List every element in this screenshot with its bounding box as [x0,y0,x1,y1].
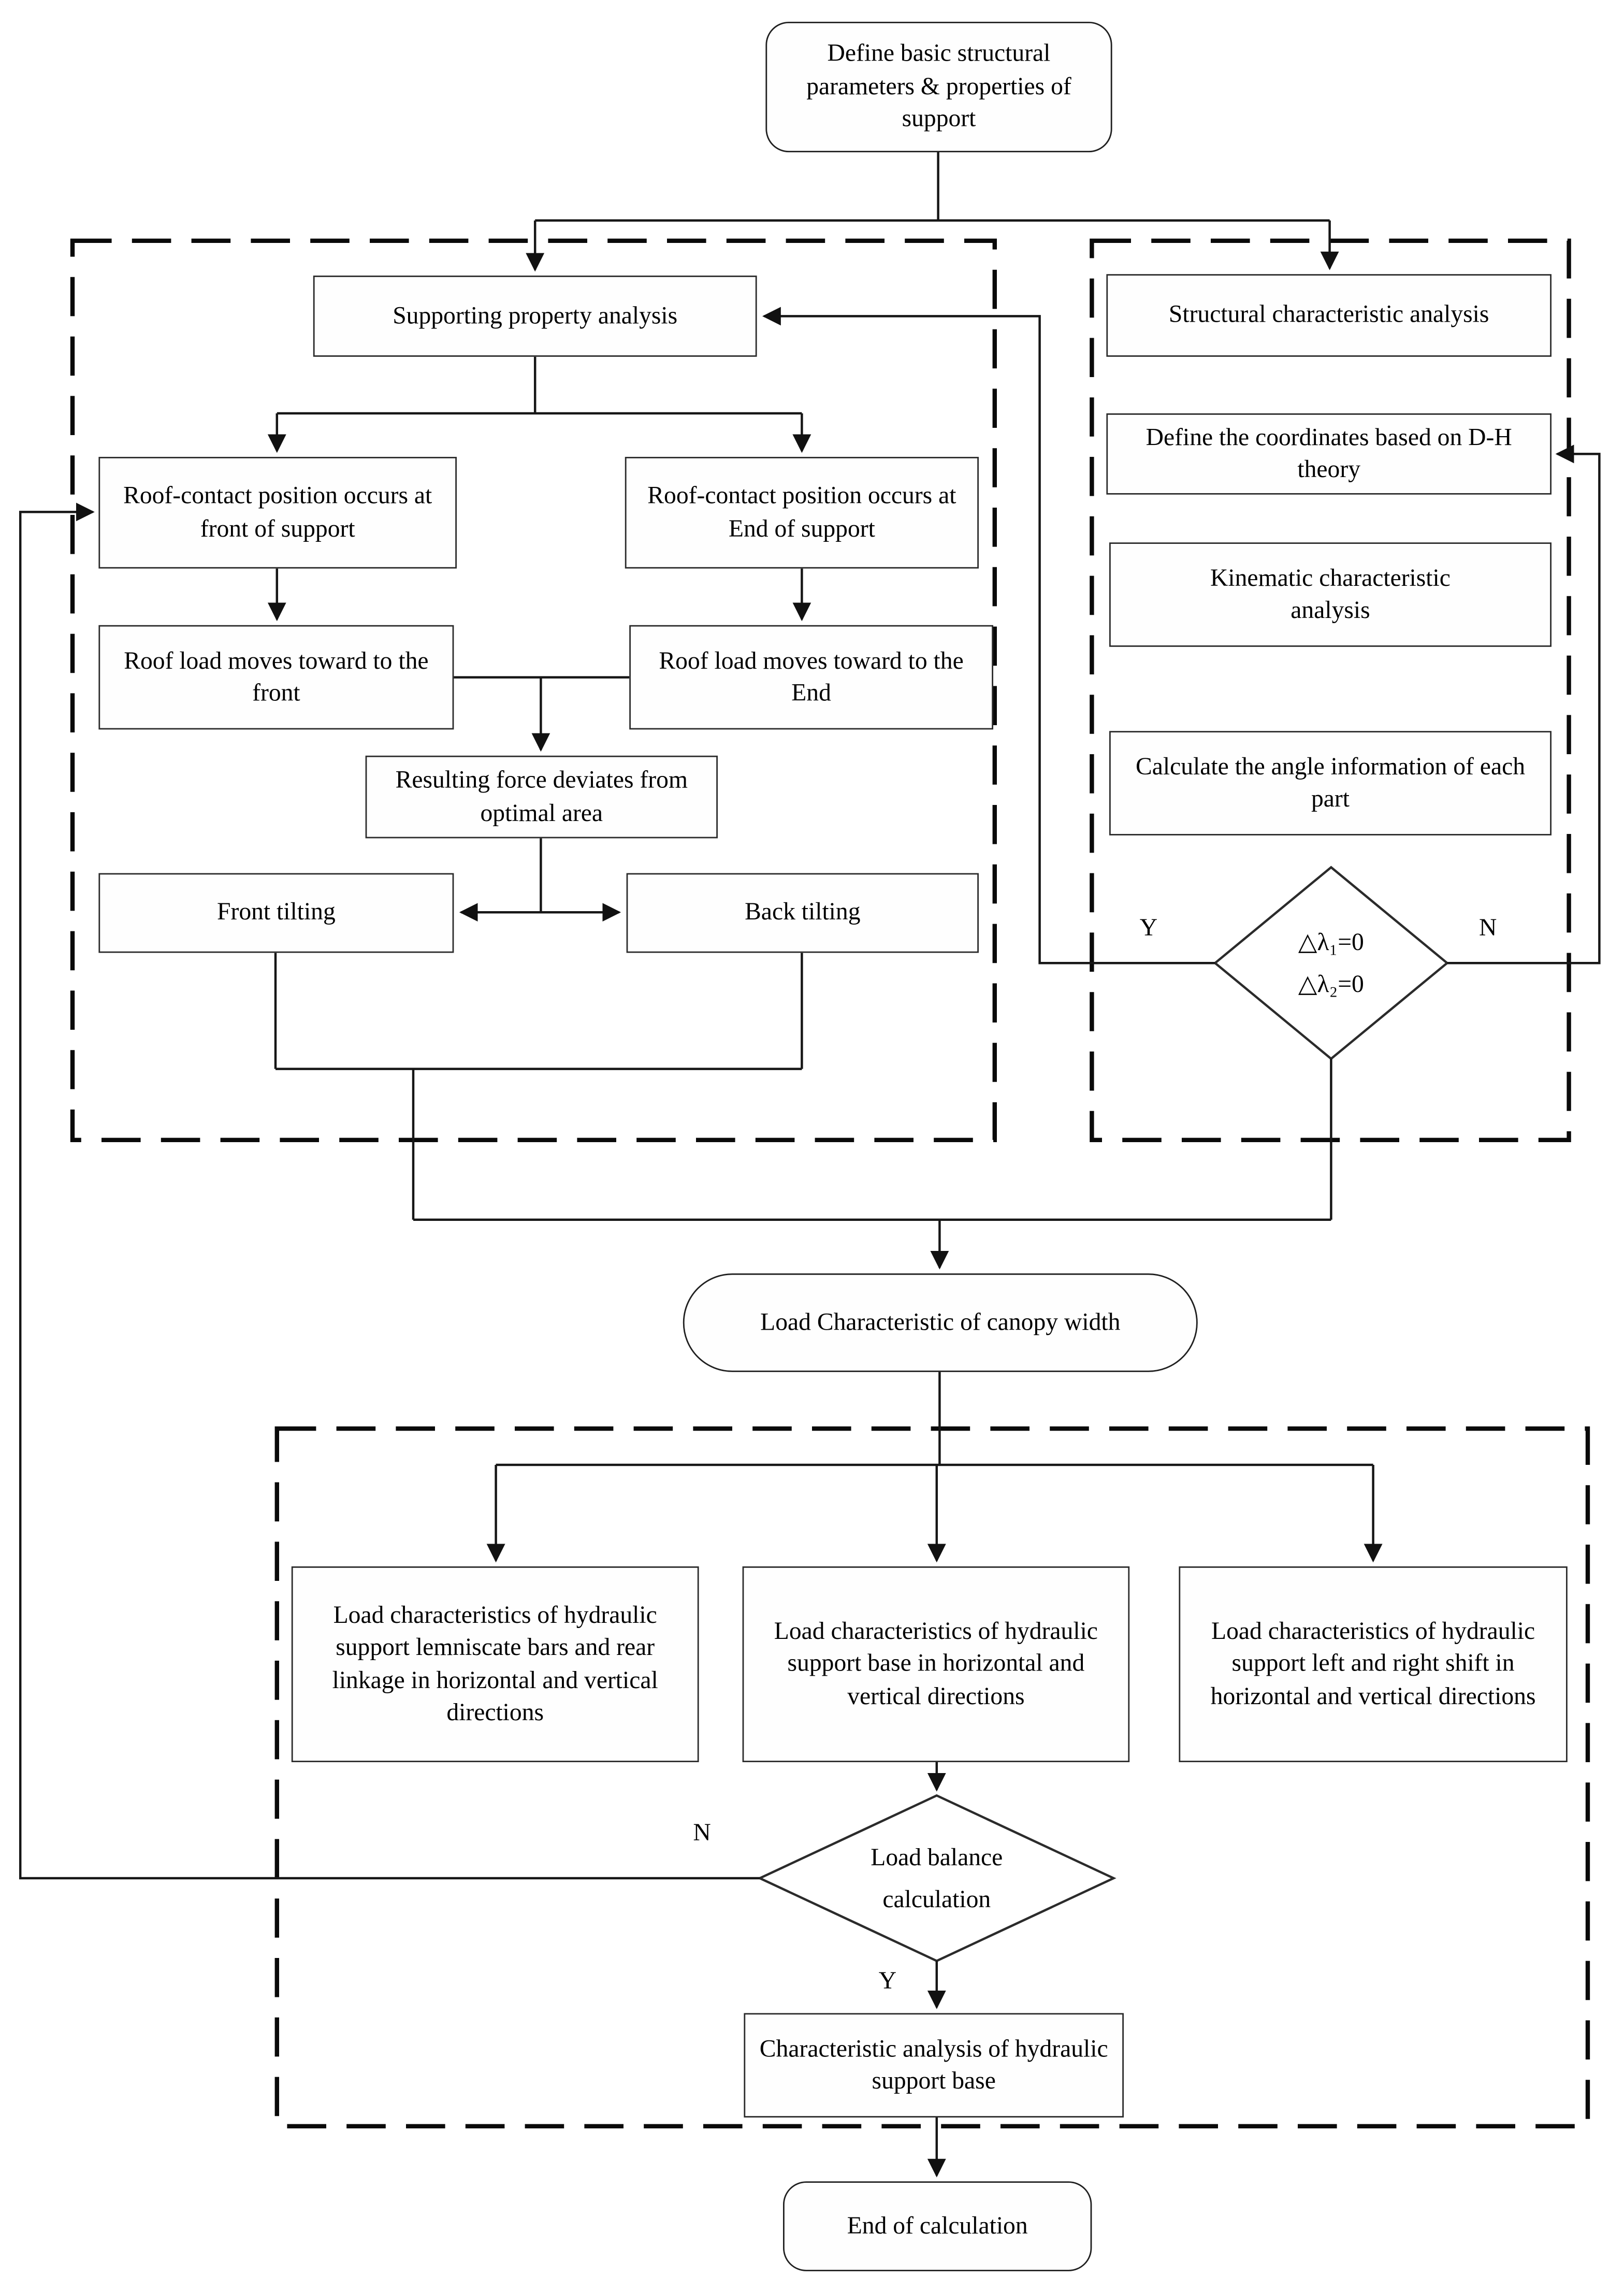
load-characteristics-dashed-container [274,1426,1590,2128]
lambda-no-label: N [1479,914,1497,942]
node-base-load-label: Load characteristics of hydraulic suppor… [774,1617,1098,1710]
node-dh-coordinates: Define the coordinates based on D-H theo… [1106,413,1552,495]
node-supporting-property-label: Supporting property analysis [393,301,678,329]
edge-lambda-no-feedback [1447,444,1601,964]
lambda-condition-2: △λ₂=0 [1298,969,1364,997]
node-supporting-property: Supporting property analysis [313,276,757,357]
node-shift-load-label: Load characteristics of hydraulic suppor… [1210,1617,1536,1710]
node-roof-contact-end-label: Roof-contact position occurs at End of s… [647,481,956,542]
node-structural-analysis-label: Structural characteristic analysis [1168,300,1489,328]
node-front-tilting-label: Front tilting [216,898,336,926]
balance-yes-label: Y [878,1966,897,1994]
node-end-calc: End of calculation [783,2181,1092,2271]
node-roof-load-end: Roof load moves toward to the End [629,625,993,730]
node-canopy-load: Load Characteristic of canopy width [683,1273,1198,1372]
node-roof-contact-end: Roof-contact position occurs at End of s… [625,457,979,569]
node-kinematic-label: Kinematic characteristic analysis [1210,563,1451,624]
node-lemniscate-load: Load characteristics of hydraulic suppor… [291,1566,699,1762]
node-char-analysis-label: Characteristic analysis of hydraulic sup… [759,2034,1108,2095]
node-roof-contact-front-label: Roof-contact position occurs at front of… [123,481,432,542]
node-define-params: Define basic structural parameters & pro… [765,22,1112,152]
lambda-yes-label: Y [1139,914,1158,942]
load-balance-line-2: calculation [882,1884,991,1912]
node-canopy-load-label: Load Characteristic of canopy width [760,1307,1121,1336]
node-kinematic: Kinematic characteristic analysis [1109,542,1552,647]
balance-no-label: N [693,1819,711,1847]
node-roof-load-end-label: Roof load moves toward to the End [659,646,964,707]
node-calc-angle-label: Calculate the angle information of each … [1135,752,1526,812]
node-calc-angle: Calculate the angle information of each … [1109,731,1552,836]
node-end-calc-label: End of calculation [847,2211,1028,2239]
node-front-tilting: Front tilting [98,873,454,953]
node-resulting-force: Resulting force deviates from optimal ar… [365,755,718,839]
supporting-analysis-dashed-container [70,238,997,1142]
node-roof-load-front: Roof load moves toward to the front [98,625,454,730]
node-resulting-force-label: Resulting force deviates from optimal ar… [395,766,688,826]
node-define-params-label: Define basic structural parameters & pro… [806,39,1071,133]
node-structural-analysis: Structural characteristic analysis [1106,274,1552,357]
lambda-decision-label: △λ₁=0 △λ₂=0 [1215,899,1447,1027]
node-roof-load-front-label: Roof load moves toward to the front [124,646,429,707]
node-dh-coordinates-label: Define the coordinates based on D-H theo… [1146,423,1512,483]
lambda-condition-1: △λ₁=0 [1298,928,1364,956]
node-shift-load: Load characteristics of hydraulic suppor… [1179,1566,1568,1762]
load-balance-label: Load balance calculation [777,1822,1096,1935]
edge-balance-no-feedback [19,502,760,1880]
node-lemniscate-load-label: Load characteristics of hydraulic suppor… [332,1601,658,1726]
node-roof-contact-front: Roof-contact position occurs at front of… [98,457,457,569]
node-back-tilting: Back tilting [626,873,979,953]
node-back-tilting-label: Back tilting [745,898,861,926]
edge-lambda-yes-feedback [762,307,1215,964]
node-char-analysis: Characteristic analysis of hydraulic sup… [744,2013,1124,2118]
node-base-load: Load characteristics of hydraulic suppor… [742,1566,1130,1762]
load-balance-line-1: Load balance [871,1843,1003,1871]
